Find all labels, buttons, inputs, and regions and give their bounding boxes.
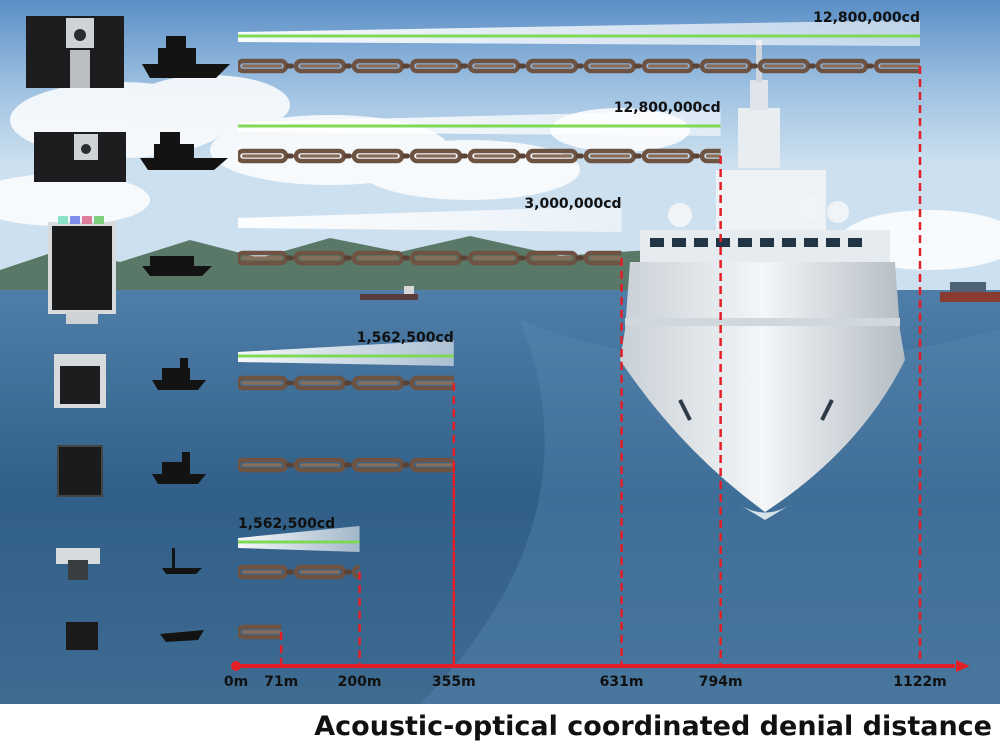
- axis-arrow: [956, 660, 970, 672]
- axis-tick-label: 0m: [224, 674, 248, 690]
- device-1-icon: [26, 16, 124, 88]
- device-5-icon: [57, 445, 103, 497]
- device-4-icon: [54, 354, 106, 408]
- intensity-label-layer: 12,800,000cd 12,800,000cd 3,000,000cd 1,562…: [238, 10, 920, 532]
- vessel-6-icon: [162, 548, 202, 574]
- device-7-icon: [66, 622, 98, 650]
- light-beam: [238, 206, 622, 232]
- distance-axis: [231, 660, 970, 672]
- vessel-column: [140, 36, 230, 642]
- intensity-label: 12,800,000cd: [614, 100, 721, 116]
- light-beam: [238, 340, 454, 366]
- chart-svg: 12,800,000cd 12,800,000cd 3,000,000cd 1,562…: [0, 0, 1000, 704]
- vessel-2-icon: [140, 132, 228, 170]
- vessel-5-icon: [152, 452, 206, 484]
- axis-tick-label: 794m: [699, 674, 743, 690]
- vessel-3-icon: [142, 256, 212, 276]
- axis-tick-label: 1122m: [893, 674, 947, 690]
- axis-tick-label: 71m: [264, 674, 298, 690]
- vessel-7-icon: [160, 630, 204, 642]
- device-2-icon: [34, 132, 126, 182]
- guide-layer: [279, 66, 922, 666]
- axis-tick-label: 200m: [338, 674, 382, 690]
- intensity-label: 1,562,500cd: [357, 330, 454, 346]
- axis-tick-label: 355m: [432, 674, 476, 690]
- chart-caption: Acoustic-optical coordinated denial dist…: [0, 704, 1000, 750]
- beam-layer: [238, 20, 920, 552]
- distant-ships: [360, 282, 1000, 302]
- intensity-label: 12,800,000cd: [813, 10, 920, 26]
- chart-scene: 12,800,000cd 12,800,000cd 3,000,000cd 1,562…: [0, 0, 1000, 704]
- intensity-label: 1,562,500cd: [238, 516, 335, 532]
- device-column: [26, 16, 126, 650]
- device-6-icon: [56, 548, 100, 580]
- chain-bar: [238, 151, 758, 161]
- axis-tick-labels: 0m 71m 200m 355m 631m 794m 1122m: [224, 674, 947, 690]
- light-beam: [238, 20, 920, 46]
- warship: [620, 40, 905, 520]
- light-beam: [238, 526, 360, 552]
- intensity-label: 3,000,000cd: [524, 196, 621, 212]
- chain-bar: [238, 378, 468, 388]
- vessel-4-icon: [152, 358, 206, 390]
- axis-origin-dot: [231, 661, 241, 671]
- device-3-icon: [48, 216, 116, 324]
- chain-bar: [238, 460, 468, 470]
- vessel-1-icon: [142, 36, 230, 78]
- axis-tick-label: 631m: [600, 674, 644, 690]
- light-beam: [238, 110, 721, 136]
- chain-bar: [238, 61, 932, 71]
